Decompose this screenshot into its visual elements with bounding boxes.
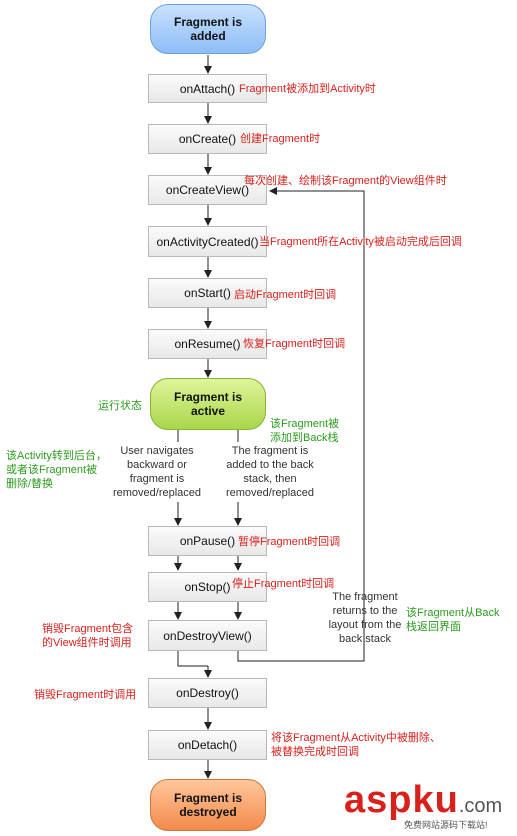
- note-destroy-view: 销毁Fragment包含 的View组件时调用: [42, 623, 134, 649]
- note-to-background: 该Activity转到后台， 或者该Fragment被 删除/替换: [6, 450, 107, 490]
- note-detach: 将该Fragment从Activity中被删除、 被替换完成时回调: [271, 732, 441, 758]
- note-stop: 停止Fragment时回调: [232, 578, 335, 590]
- note-pause: 暂停Fragment时回调: [238, 536, 341, 548]
- step-on-resume: onResume(): [148, 329, 267, 359]
- note-to-back-stack: 该Fragment被 添加到Back栈: [270, 418, 340, 444]
- watermark-brand: aspku: [344, 779, 459, 821]
- label-returns-from-back-stack: The fragment returns to the layout from …: [328, 591, 402, 645]
- step-on-destroy-view: onDestroyView(): [148, 620, 267, 651]
- step-on-attach: onAttach(): [148, 74, 267, 103]
- step-on-create-view: onCreateView(): [148, 175, 267, 205]
- site-watermark: aspku.com 免费网站源码下载站!: [344, 780, 514, 834]
- note-activity-created: 当Fragment所在Activity被启动完成后回调: [259, 236, 462, 248]
- state-added: Fragment is added: [150, 4, 266, 54]
- step-on-create: onCreate(): [148, 124, 267, 154]
- label-added-to-back-stack: The fragment is added to the back stack,…: [225, 445, 315, 499]
- note-create: 创建Fragment时: [240, 133, 321, 145]
- note-create-view: 每次创建、绘制该Fragment的View组件时: [244, 175, 447, 187]
- step-on-destroy: onDestroy(): [148, 678, 267, 708]
- note-running: 运行状态: [98, 400, 142, 412]
- state-active: Fragment is active: [150, 378, 266, 430]
- label-user-navigates: User navigates backward or fragment is r…: [112, 445, 202, 499]
- back-stack-return-loop: [237, 187, 365, 662]
- watermark-domain: .com: [458, 795, 503, 817]
- watermark-subtitle: 免费网站源码下载站!: [404, 820, 488, 830]
- step-on-stop: onStop(): [148, 572, 267, 602]
- left-destroyview-merge: [177, 651, 208, 667]
- step-on-pause: onPause(): [148, 526, 267, 556]
- note-destroy: 销毁Fragment时调用: [34, 689, 137, 701]
- note-back-stack-return: 该Fragment从Back 栈返回界面: [406, 607, 500, 633]
- step-on-activity-created: onActivityCreated(): [148, 226, 267, 257]
- state-destroyed: Fragment is destroyed: [150, 779, 266, 831]
- step-on-detach: onDetach(): [148, 730, 267, 760]
- step-on-start: onStart(): [148, 278, 267, 308]
- note-attach: Fragment被添加到Activity时: [239, 83, 376, 95]
- note-start: 启动Fragment时回调: [234, 289, 337, 301]
- note-resume: 恢复Fragment时回调: [243, 338, 346, 350]
